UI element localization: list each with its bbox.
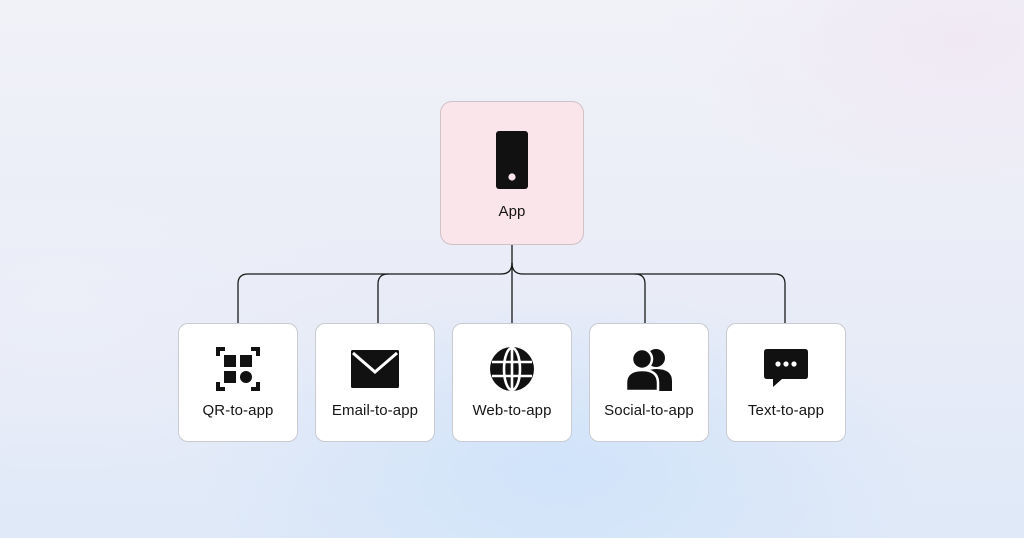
child-node-social: Social-to-app [589, 323, 709, 442]
root-node-label: App [498, 203, 526, 220]
users-icon [626, 346, 672, 392]
child-node-label: Social-to-app [604, 402, 694, 419]
child-node-email: Email-to-app [315, 323, 435, 442]
child-node-label: QR-to-app [202, 402, 274, 419]
child-node-text: Text-to-app [726, 323, 846, 442]
child-node-label: Text-to-app [747, 402, 825, 419]
connector-to-qr [237, 273, 502, 324]
connector-to-email [377, 273, 389, 324]
envelope-icon [351, 346, 399, 392]
child-node-qr: QR-to-app [178, 323, 298, 442]
connector-root-stem-right [511, 262, 524, 275]
connector-to-social [522, 273, 646, 324]
qr-code-icon [216, 346, 260, 392]
smartphone-icon [496, 131, 528, 189]
root-node-app: App [440, 101, 584, 245]
connector-root-stem [500, 244, 513, 275]
child-node-label: Web-to-app [472, 402, 552, 419]
connector-to-text [634, 273, 786, 324]
child-node-web: Web-to-app [452, 323, 572, 442]
child-node-label: Email-to-app [331, 402, 419, 419]
globe-icon [490, 346, 534, 392]
chat-bubble-icon [764, 346, 808, 392]
